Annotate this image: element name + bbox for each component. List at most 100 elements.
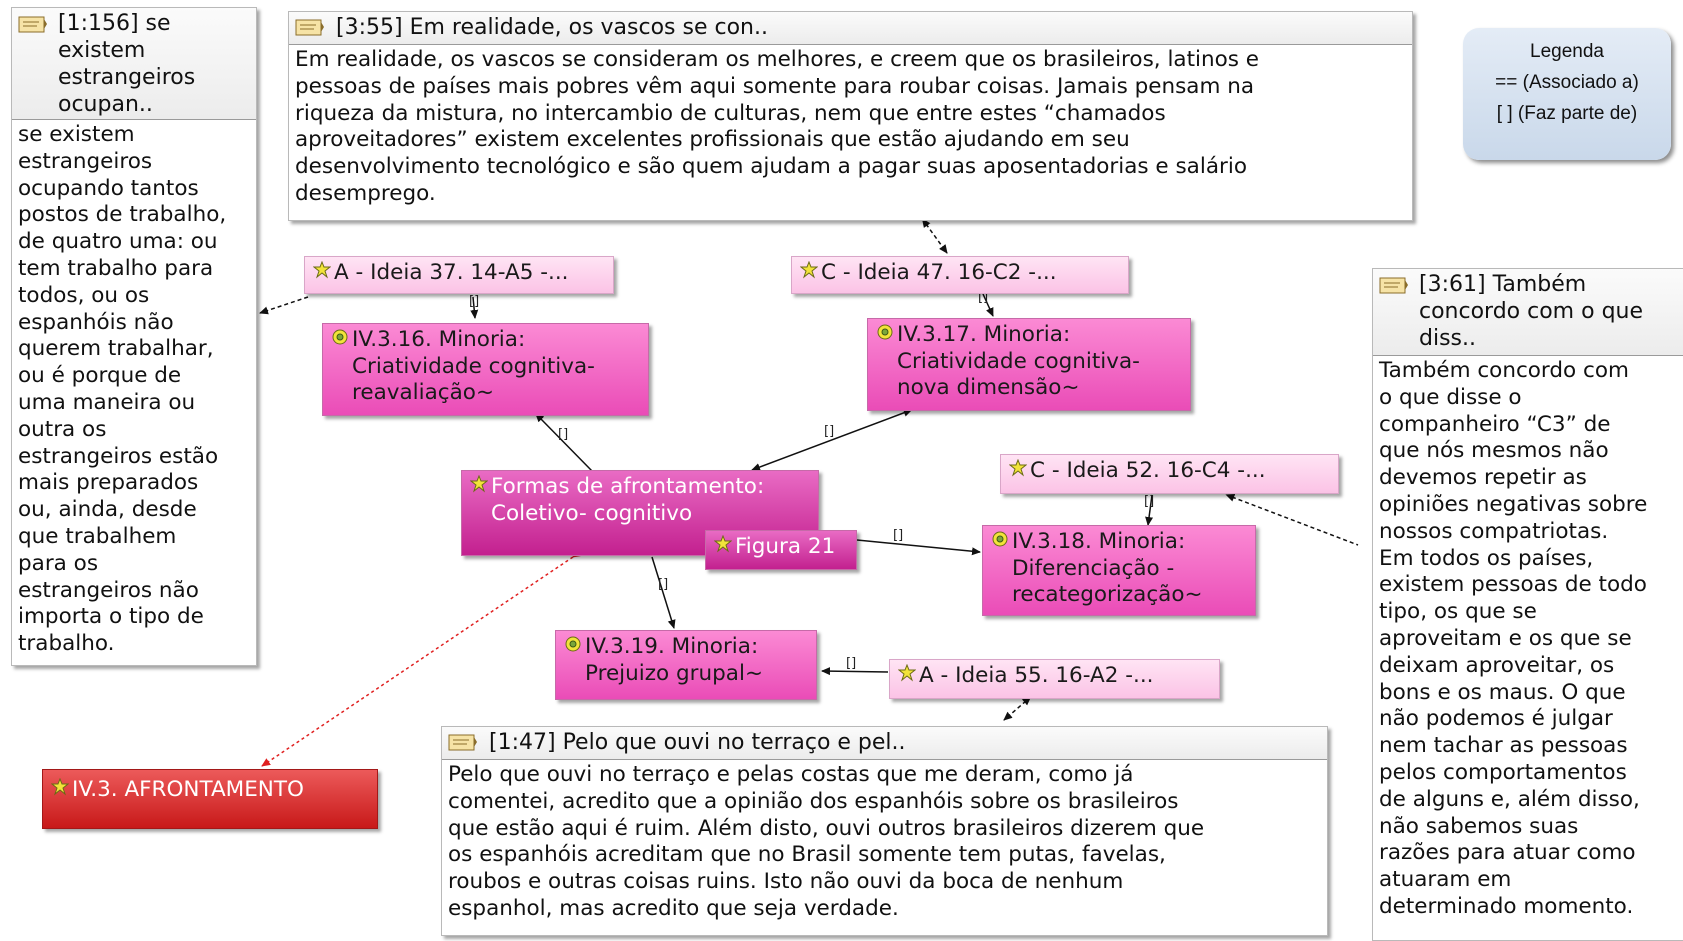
memo-line: que estão aqui é ruim. Além disto, ouvi … [448, 815, 1205, 841]
link-label: [] [1144, 494, 1155, 509]
memo-line: todos, ou os [18, 282, 150, 308]
link-formas-iv319 [651, 556, 676, 629]
memo-line: estrangeiros [18, 148, 153, 174]
code-iv3-18[interactable]: IV.3.18. Minoria:Diferenciação -recatego… [982, 525, 1256, 616]
link-ideia55-iv319 [821, 667, 889, 676]
memo-line: determinado momento. [1379, 893, 1634, 919]
code-icon [714, 535, 732, 553]
memo-line: de quatro uma: ou [18, 229, 218, 255]
code-icon [470, 475, 488, 493]
memo-line: Pelo que ouvi no terraço e pelas costas … [448, 762, 1134, 787]
legend-line-associated: == (Associado a) [1495, 72, 1639, 93]
code-label: Diferenciação - [1012, 555, 1175, 581]
memo-line: outra os [18, 416, 107, 442]
code-iv3-17[interactable]: IV.3.17. Minoria:Criatividade cognitiva-… [867, 318, 1191, 411]
link-label: [] [469, 294, 480, 309]
code-ideia-55[interactable]: A - Ideia 55. 16-A2 -... [889, 659, 1220, 699]
memo-header: [3:61] Também concordo com o que diss.. [1373, 269, 1683, 356]
memo-line: tipo, os que se [1379, 599, 1537, 625]
code-network-icon [991, 530, 1009, 548]
link-formas-iv318 [856, 539, 981, 556]
memo-line: ou é porque de [18, 363, 182, 389]
code-label: recategorização~ [1012, 582, 1203, 607]
memo-header: [3:55] Em realidade, os vascos se con.. [289, 12, 1412, 45]
link-label: [] [846, 656, 857, 671]
memo-line: se existem [18, 122, 135, 147]
memo-line: nossos compatriotas. [1379, 518, 1609, 544]
code-network-icon [331, 328, 349, 346]
code-iv3-19[interactable]: IV.3.19. Minoria:Prejuizo grupal~ [555, 630, 817, 700]
memo-line: roubos e outras coisas ruins. Isto não o… [448, 869, 1124, 895]
code-label: Criatividade cognitiva- [897, 348, 1140, 374]
memo-3-55[interactable]: [3:55] Em realidade, os vascos se con.. … [288, 11, 1413, 221]
code-icon [313, 261, 331, 279]
memo-line: pelos comportamentos [1379, 759, 1627, 785]
memo-line: desemprego. [295, 180, 436, 206]
memo-line: uma maneira ou [18, 389, 196, 415]
memo-3-61[interactable]: [3:61] Também concordo com o que diss.. … [1372, 268, 1683, 941]
memo-line: desenvolvimento tecnológico e são quem a… [295, 154, 1247, 180]
memo-line: ou, ainda, desde [18, 497, 197, 523]
memo-line: espanhol, mas acredito que seja verdade. [448, 895, 899, 921]
code-network-icon [876, 323, 894, 341]
link-ideia55-memo147 [1003, 696, 1032, 721]
code-ideia-37[interactable]: A - Ideia 37. 14-A5 -... [304, 256, 614, 294]
memo-title: [3:61] Também concordo com o que diss.. [1419, 272, 1644, 351]
memo-1-47[interactable]: [1:47] Pelo que ouvi no terraço e pel.. … [441, 726, 1328, 936]
memo-line: trabalho. [18, 631, 115, 657]
memo-1-156[interactable]: [1:156] se existem estrangeiros ocupan..… [11, 7, 257, 666]
link-label: [] [824, 424, 835, 439]
code-label: Coletivo- cognitivo [491, 500, 693, 526]
memo-line: opiniões negativas sobre [1379, 491, 1648, 517]
memo-title: [1:156] se existem estrangeiros ocupan.. [58, 11, 196, 117]
link-label: [] [658, 577, 669, 592]
memo-line: riqueza da mistura, no intercambio de cu… [295, 100, 1166, 126]
memo-line: comentei, acredito que a opinião dos esp… [448, 788, 1179, 814]
memo-line: não sabemos suas [1379, 813, 1579, 839]
code-label: Figura 21 [735, 534, 836, 559]
code-network-icon [564, 635, 582, 653]
code-iv3-afrontamento[interactable]: IV.3. AFRONTAMENTO [42, 769, 378, 829]
code-label: A - Ideia 37. 14-A5 -... [334, 260, 569, 285]
memo-line: deixam aproveitar, os [1379, 652, 1615, 678]
memo-line: não podemos é julgar [1379, 706, 1613, 732]
memo-title: [1:47] Pelo que ouvi no terraço e pel.. [489, 730, 906, 755]
link-label: [] [893, 528, 904, 543]
code-label: Prejuizo grupal~ [585, 660, 763, 686]
code-label: reavaliação~ [352, 380, 494, 405]
memo-line: Em realidade, os vascos se consideram os… [295, 47, 1260, 72]
link-iv316-formas [535, 413, 593, 472]
code-ideia-47[interactable]: C - Ideia 47. 16-C2 -... [791, 256, 1129, 294]
code-label: IV.3.17. Minoria: [897, 322, 1071, 347]
code-label: C - Ideia 52. 16-C4 -... [1030, 458, 1266, 483]
memo-line: aproveitam e os que se [1379, 625, 1632, 651]
code-label: A - Ideia 55. 16-A2 -... [919, 663, 1154, 688]
memo-header: [1:156] se existem estrangeiros ocupan.. [12, 8, 256, 120]
code-iv3-16[interactable]: IV.3.16. Minoria:Criatividade cognitiva-… [322, 323, 649, 416]
memo-line: tem trabalho para [18, 255, 214, 281]
memo-line: querem trabalhar, [18, 336, 214, 362]
code-ideia-52[interactable]: C - Ideia 52. 16-C4 -... [1000, 454, 1339, 494]
code-label: IV.3. AFRONTAMENTO [72, 777, 304, 802]
link-iv317-formas [751, 408, 913, 471]
memo-line: devemos repetir as [1379, 465, 1587, 491]
memo-line: atuaram em [1379, 867, 1512, 893]
memo-line: espanhóis não [18, 309, 174, 335]
memo-line: que trabalhem [18, 523, 177, 549]
code-label: Criatividade cognitiva- [352, 353, 595, 379]
memo-line: Também concordo com [1379, 358, 1629, 383]
code-label: IV.3.16. Minoria: [352, 327, 526, 352]
memo-body: Em realidade, os vascos se consideram os… [289, 45, 1412, 212]
memo-header: [1:47] Pelo que ouvi no terraço e pel.. [442, 727, 1327, 760]
code-figura-21[interactable]: Figura 21 [705, 530, 857, 570]
legend-title: Legenda [1530, 41, 1604, 62]
memo-line: existem pessoas de todo [1379, 572, 1647, 598]
memo-title: [3:55] Em realidade, os vascos se con.. [336, 15, 768, 40]
memo-line: estrangeiros estão [18, 443, 219, 469]
memo-line: postos de trabalho, [18, 202, 227, 228]
memo-body: se existem estrangeiros ocupando tantos … [12, 120, 256, 662]
memo-line: aproveitadores” existem excelentes profi… [295, 127, 1130, 153]
code-icon [800, 261, 818, 279]
code-label: C - Ideia 47. 16-C2 -... [821, 260, 1057, 285]
legend: Legenda == (Associado a) [ ] (Faz parte … [1463, 28, 1671, 160]
